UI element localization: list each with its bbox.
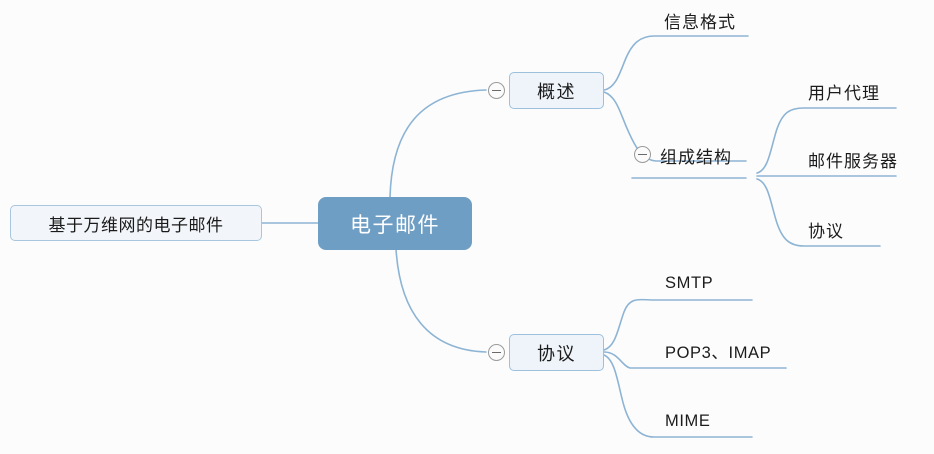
node-user-agent[interactable]: 用户代理 bbox=[808, 79, 928, 103]
edge-overview-to-message-format bbox=[603, 35, 749, 91]
edge-central-to-protocol bbox=[395, 248, 487, 353]
node-mime-label: MIME bbox=[665, 411, 711, 430]
node-pop3-imap[interactable]: POP3、IMAP bbox=[665, 339, 815, 363]
collapse-toggle-structure-icon[interactable] bbox=[634, 146, 651, 163]
node-pop3-imap-label: POP3、IMAP bbox=[665, 344, 772, 362]
node-message-format[interactable]: 信息格式 bbox=[664, 8, 784, 32]
node-central[interactable]: 电子邮件 bbox=[318, 197, 472, 250]
edge-central-to-overview bbox=[389, 89, 487, 198]
node-overview[interactable]: 概述 bbox=[509, 72, 604, 109]
node-mime[interactable]: MIME bbox=[665, 409, 785, 433]
collapse-toggle-overview-icon[interactable] bbox=[488, 82, 505, 99]
node-protocol-leaf-label: 协议 bbox=[808, 221, 844, 241]
node-message-format-label: 信息格式 bbox=[664, 12, 736, 32]
node-user-agent-label: 用户代理 bbox=[808, 83, 880, 103]
node-central-label: 电子邮件 bbox=[350, 213, 440, 237]
node-structure-label: 组成结构 bbox=[660, 147, 732, 167]
node-mail-server-label: 邮件服务器 bbox=[808, 151, 898, 171]
node-root[interactable]: 基于万维网的电子邮件 bbox=[10, 205, 262, 241]
node-overview-label: 概述 bbox=[537, 81, 576, 102]
node-smtp[interactable]: SMTP bbox=[665, 271, 785, 295]
collapse-toggle-protocol-icon[interactable] bbox=[488, 344, 505, 361]
node-mail-server[interactable]: 邮件服务器 bbox=[808, 147, 934, 171]
node-smtp-label: SMTP bbox=[665, 273, 714, 292]
node-root-label: 基于万维网的电子邮件 bbox=[48, 215, 224, 235]
node-protocol-branch-label: 协议 bbox=[537, 343, 576, 364]
node-protocol-leaf[interactable]: 协议 bbox=[808, 217, 928, 241]
node-protocol-branch[interactable]: 协议 bbox=[509, 334, 604, 371]
node-structure[interactable]: 组成结构 bbox=[660, 143, 780, 167]
